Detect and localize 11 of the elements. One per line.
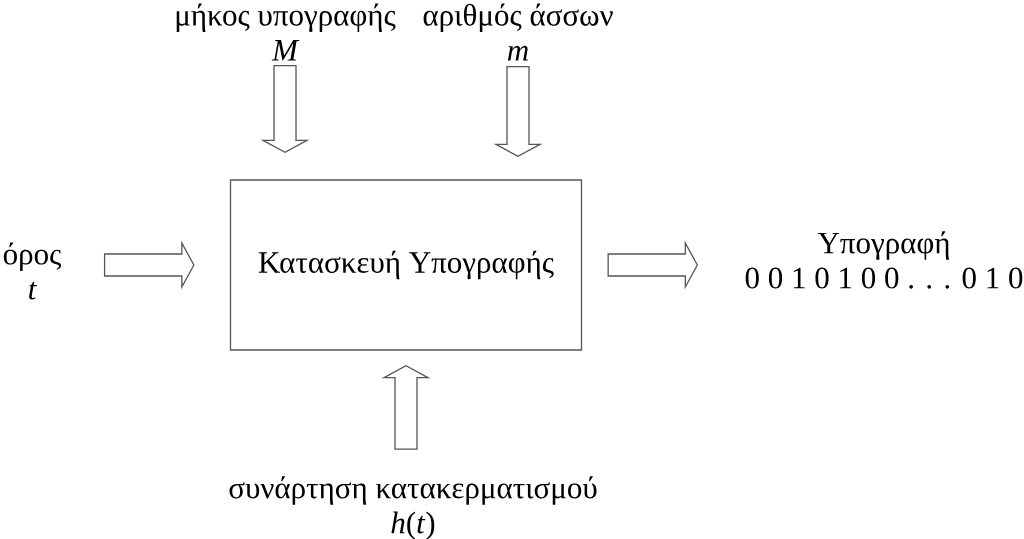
output-label: Υπογραφή 0 0 1 0 1 0 0 . . . 0 1 0 <box>745 231 1023 289</box>
block-arrow <box>103 240 195 290</box>
input-label: όρος t <box>3 242 62 300</box>
block-arrow <box>381 364 431 450</box>
input-label: μήκος υπογραφής M <box>176 3 396 61</box>
block-arrow <box>493 65 543 158</box>
input-label: αριθμός άσσων m <box>423 3 613 61</box>
block-arrow <box>260 64 310 154</box>
input-label: συνάρτηση κατακερματισμού h(t) <box>229 476 597 539</box>
block-arrow <box>607 240 699 290</box>
process-box: Κατασκευή Υπογραφής <box>229 179 583 351</box>
